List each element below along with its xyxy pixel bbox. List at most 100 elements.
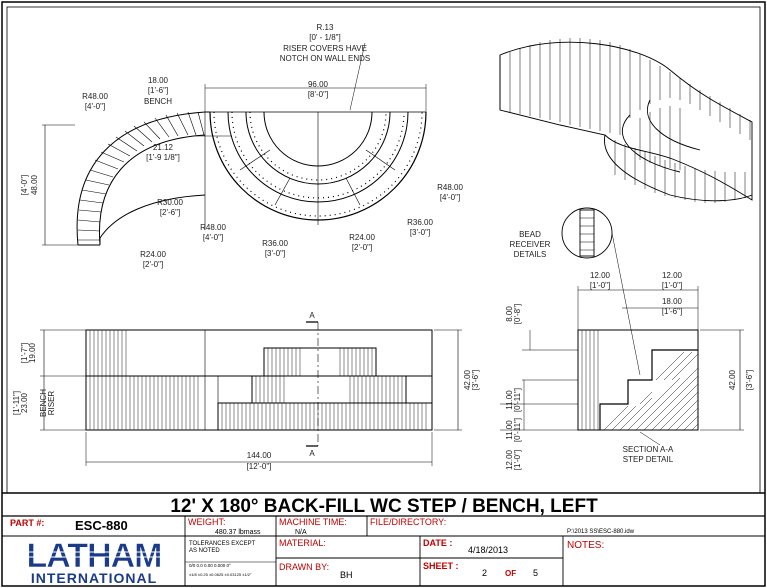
plan-view: [42, 42, 427, 246]
bead-label-1: BEAD: [519, 230, 541, 239]
r36-right-ft-label: [3'-0"]: [410, 228, 430, 237]
r48-right-label: R48.00: [437, 183, 463, 192]
d21-ft-label: [1'-9 1/8"]: [146, 153, 180, 162]
bead-label-2: RECEIVER: [510, 240, 551, 249]
cut-a-top-label: A: [309, 311, 315, 320]
isometric-view: [499, 38, 753, 203]
tolerance-line3: 0/0 0.0 0.00 0.000 0°: [189, 563, 231, 568]
sheet-total: 5: [533, 568, 538, 578]
w12a-ft-label: [1'-0"]: [590, 281, 610, 290]
r24-left-ft-label: [2'-0"]: [143, 260, 163, 269]
r30-label: R30.00: [157, 198, 183, 207]
h12-label: 12.00: [505, 449, 514, 470]
r48-right-ft-label: [4'-0"]: [440, 193, 460, 202]
w144-label: 144.00: [247, 451, 272, 460]
bench-width-label: 18.00: [148, 76, 169, 85]
part-number-label: PART #:: [10, 518, 44, 528]
h19-ft-label: [1'-7"]: [20, 343, 29, 363]
h8-label: 8.00: [505, 306, 514, 322]
r13-label: R.13: [317, 23, 334, 32]
drawing-title: 12' X 180° BACK-FILL WC STEP / BENCH, LE…: [170, 496, 598, 517]
r48-top-left-ft-label: [4'-0"]: [85, 102, 105, 111]
material-label: MATERIAL:: [279, 538, 326, 548]
plan-dimension-labels: R.13 [0' - 1/8"] RISER COVERS HAVE NOTCH…: [20, 23, 463, 269]
sheet-of-label: OF: [505, 569, 516, 578]
section-a-a: [500, 286, 744, 446]
bead-receiver-detail: [561, 207, 641, 376]
weight-value: 480.37 lbmass: [215, 529, 261, 536]
h11b-ft-label: [0'-11"]: [513, 418, 522, 442]
width-96-label: 96.00: [308, 80, 329, 89]
h42-elev-ft-label: [3'-6"]: [471, 370, 480, 390]
h23-ft-label: [1'-11"]: [12, 391, 21, 415]
file-directory-value: P:\2013 SS\ESC-880.idw: [567, 529, 635, 535]
section-labels: 12.00 [1'-0"] 12.00 [1'-0"] 18.00 [1'-6"…: [505, 271, 754, 470]
r13-inch-label: [0' - 1/8"]: [309, 33, 341, 42]
cut-a-bottom-label: A: [309, 449, 315, 458]
bench-elev-label: BENCH: [39, 389, 48, 417]
section-subtitle: STEP DETAIL: [623, 455, 674, 464]
w18-ft-label: [1'-6"]: [662, 307, 682, 316]
tolerance-line2: AS NOTED: [189, 548, 220, 554]
bead-receiver-labels: BEAD RECEIVER DETAILS: [510, 230, 551, 259]
date-value: 4/18/2013: [468, 545, 508, 555]
h8-ft-label: [0'-8"]: [513, 304, 522, 324]
bench-label: BENCH: [144, 97, 172, 106]
r36-right-label: R36.00: [407, 218, 433, 227]
h42-elev-label: 42.00: [463, 369, 472, 390]
h48-ft-label: [4'-0"]: [20, 175, 29, 195]
w18-label: 18.00: [662, 297, 683, 306]
bench-width-ft-label: [1'-6"]: [148, 86, 168, 95]
h42-sec-label: 42.00: [728, 369, 737, 390]
latham-logo: LATHAM INTERNATIONAL: [8, 537, 180, 586]
h19-label: 19.00: [28, 342, 37, 363]
bead-label-3: DETAILS: [514, 250, 547, 259]
tolerance-line4: ±1/8 ±0.25 ±0.0625 ±0.03125 ±1/2°: [189, 572, 252, 577]
logo-text-latham: LATHAM: [27, 537, 162, 575]
r48-top-left-label: R48.00: [82, 92, 108, 101]
r48-bottom-left-label: R48.00: [200, 223, 226, 232]
riser-note-line2: NOTCH ON WALL ENDS: [280, 54, 371, 63]
w12b-label: 12.00: [662, 271, 683, 280]
h42-sec-ft-label: [3'-6"]: [745, 370, 754, 390]
sheet-number: 2: [482, 568, 487, 578]
logo-text-international: INTERNATIONAL: [31, 570, 157, 586]
h23-label: 23.00: [20, 392, 29, 413]
r24-center-label: R24.00: [349, 233, 375, 242]
r24-center-ft-label: [2'-0"]: [352, 243, 372, 252]
w12a-label: 12.00: [590, 271, 611, 280]
sheet-label: SHEET :: [423, 561, 459, 571]
h11a-label: 11.00: [505, 390, 514, 410]
notes-label: NOTES:: [567, 540, 604, 551]
h11a-ft-label: [0'-11"]: [513, 388, 522, 412]
d21-label: 21.12: [153, 143, 174, 152]
riser-note-line1: RISER COVERS HAVE: [283, 44, 367, 53]
width-96-ft-label: [8'-0"]: [308, 90, 328, 99]
r36-bottom-ft-label: [3'-0"]: [265, 249, 285, 258]
front-elevation: [40, 321, 462, 466]
h11b-label: 11.00: [505, 420, 514, 440]
title-block: [2, 492, 765, 586]
r36-bottom-label: R36.00: [262, 239, 288, 248]
h48-label: 48.00: [30, 174, 39, 195]
drawn-by-value: BH: [340, 570, 353, 580]
machine-time-label: MACHINE TIME:: [279, 517, 347, 527]
title-block-text: 12' X 180° BACK-FILL WC STEP / BENCH, LE…: [8, 496, 635, 586]
logo-stripes: [8, 551, 180, 558]
file-directory-label: FILE/DIRECTORY:: [370, 517, 446, 527]
tolerance-line1: TOLERANCES EXCEPT: [189, 541, 256, 547]
r24-left-label: R24.00: [140, 250, 166, 259]
machine-time-value: N/A: [295, 529, 307, 536]
drawing-frame: [6, 6, 761, 494]
section-title: SECTION A-A: [623, 445, 674, 454]
w12b-ft-label: [1'-0"]: [662, 281, 682, 290]
r30-ft-label: [2'-6"]: [160, 208, 180, 217]
r48-bottom-left-ft-label: [4'-0"]: [203, 233, 223, 242]
front-elevation-labels: 19.00 [1'-7"] 23.00 [1'-11"] BENCH RISER…: [12, 311, 480, 471]
h12-ft-label: [1'-0"]: [513, 450, 522, 470]
w144-ft-label: [12'-0"]: [247, 462, 272, 471]
weight-label: WEIGHT:: [188, 517, 226, 527]
date-label: DATE :: [423, 538, 452, 548]
